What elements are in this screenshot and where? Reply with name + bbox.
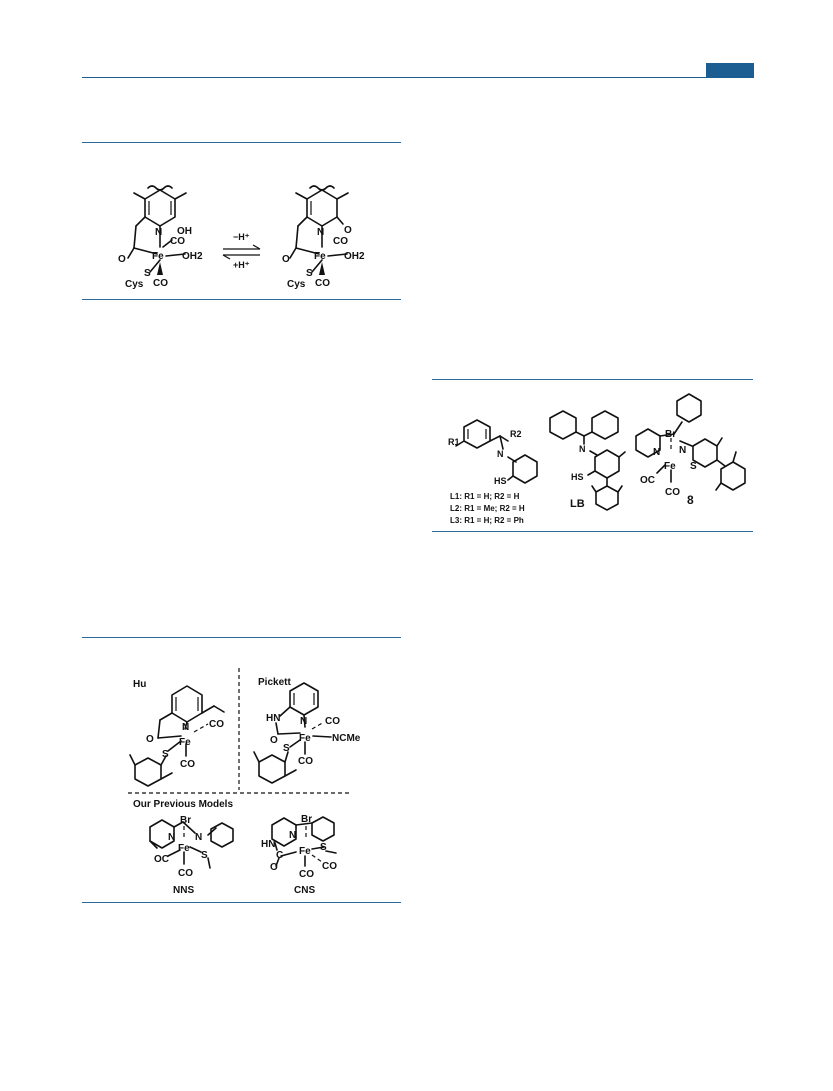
atom-o-top: O — [344, 225, 352, 236]
hu-ligand-co-bottom: CO — [180, 759, 195, 770]
hu-model: Hu N CO Fe O S CO — [129, 679, 225, 787]
scheme1-top-rule — [82, 142, 401, 143]
scheme1-bottom-rule — [82, 299, 401, 300]
residue-cys: Cys — [125, 279, 144, 290]
hu-ligand-co-top: CO — [209, 719, 224, 730]
complex8-ligand-co: CO — [665, 487, 680, 498]
hmd-cofactor-left: OH N CO Fe OH2 O S Cys CO — [118, 185, 203, 290]
atom-oh: OH — [177, 226, 192, 237]
cns-model: Br N HN C Fe S O CO CO CNS — [261, 814, 337, 896]
pickett-ligand-co-bottom: CO — [298, 756, 313, 767]
lb-atom-n: N — [579, 444, 586, 454]
pickett-atom-hn: HN — [266, 713, 280, 724]
complex8-atom-s: S — [690, 461, 697, 472]
atom-n: N — [155, 227, 162, 238]
pickett-model: Pickett HN N CO Fe NCMe O S CO — [253, 677, 361, 784]
pickett-atom-s: S — [283, 743, 290, 754]
cns-atom-c: C — [276, 850, 283, 861]
ligand-sh: HS — [494, 476, 507, 486]
ligand-co-bottom: CO — [153, 278, 168, 289]
models-top-rule — [82, 637, 401, 638]
hu-label: Hu — [133, 679, 146, 690]
pickett-atom-o: O — [270, 735, 278, 746]
nns-atom-n1: N — [168, 832, 175, 843]
ligand-l3-legend: L3: R1 = H; R2 = Ph — [450, 516, 524, 525]
ligand-lb: N HS LB — [549, 410, 626, 511]
atom-s: S — [306, 268, 313, 279]
ligand-oh2: OH2 — [344, 251, 365, 262]
nns-atom-br: Br — [180, 815, 191, 826]
metal-fe: Fe — [314, 251, 326, 262]
previous-models-label: Our Previous Models — [133, 799, 233, 810]
ligand-l2-legend: L2: R1 = Me; R2 = H — [450, 504, 525, 513]
cns-metal-fe: Fe — [299, 846, 311, 857]
atom-o: O — [282, 254, 290, 265]
hu-atom-o: O — [146, 734, 154, 745]
ligand-l1-legend: L1: R1 = H; R2 = H — [450, 492, 520, 501]
cns-ligand-co-right: CO — [322, 861, 337, 872]
ligand-oh2: OH2 — [182, 251, 203, 262]
hmd-cofactor-right: O N CO Fe OH2 O S Cys CO — [282, 185, 365, 290]
atom-o: O — [118, 254, 126, 265]
ligand-r1: R1 — [448, 437, 460, 447]
nns-model: Br N N Fe S OC CO NNS — [149, 815, 234, 896]
lb-atom-sh: HS — [571, 472, 584, 482]
ligand-l-series: R1 R2 N HS L1: R1 = H; R2 = H L2: R1 = M… — [448, 419, 538, 525]
hu-atom-n: N — [182, 722, 189, 733]
ligands-bottom-rule — [432, 531, 753, 532]
header-rule — [82, 77, 754, 78]
complex8-atom-br: Br — [665, 429, 676, 440]
pickett-ligand-co-top: CO — [325, 716, 340, 727]
pickett-label: Pickett — [258, 677, 291, 688]
ligand-r2: R2 — [510, 429, 522, 439]
nns-label: NNS — [173, 885, 194, 896]
models-bottom-rule — [82, 902, 401, 903]
cns-atom-o: O — [270, 862, 278, 873]
atom-s: S — [144, 268, 151, 279]
complex8-atom-n1: N — [653, 447, 660, 458]
cns-ligand-co-bottom: CO — [299, 869, 314, 880]
ligand-co-bottom: CO — [315, 278, 330, 289]
cns-atom-hn: HN — [261, 839, 275, 850]
nns-ligand-oc: OC — [154, 854, 169, 865]
cns-atom-br: Br — [301, 814, 312, 825]
hu-metal-fe: Fe — [179, 737, 191, 748]
arrow-label-top: −H⁺ — [233, 232, 250, 242]
atom-n: N — [317, 227, 324, 238]
metal-fe: Fe — [152, 251, 164, 262]
ligands-top-rule — [432, 379, 753, 380]
nns-metal-fe: Fe — [178, 843, 190, 854]
residue-cys: Cys — [287, 279, 306, 290]
lb-label: LB — [570, 498, 585, 510]
arrow-label-bottom: +H⁺ — [233, 260, 250, 270]
pickett-ligand-ncme: NCMe — [332, 733, 361, 744]
nns-atom-s: S — [201, 850, 208, 861]
complex8-atom-n2: N — [679, 445, 686, 456]
cns-atom-n: N — [289, 830, 296, 841]
hu-atom-s: S — [162, 749, 169, 760]
ligand-n: N — [497, 449, 504, 459]
ligand-co-top: CO — [170, 236, 185, 247]
pickett-atom-n: N — [300, 716, 307, 727]
complex8-label: 8 — [687, 493, 694, 507]
complex8-ligand-oc: OC — [640, 475, 655, 486]
equilibrium-arrows: −H⁺ +H⁺ — [222, 232, 261, 270]
complex-8: Br N N Fe S OC CO 8 — [635, 393, 746, 507]
header-tab — [706, 63, 754, 77]
nns-ligand-co: CO — [178, 868, 193, 879]
cns-atom-s: S — [320, 842, 327, 853]
ligand-co-top: CO — [333, 236, 348, 247]
complex8-metal-fe: Fe — [664, 461, 676, 472]
nns-atom-n2: N — [195, 832, 202, 843]
pickett-metal-fe: Fe — [299, 733, 311, 744]
cns-label: CNS — [294, 885, 315, 896]
